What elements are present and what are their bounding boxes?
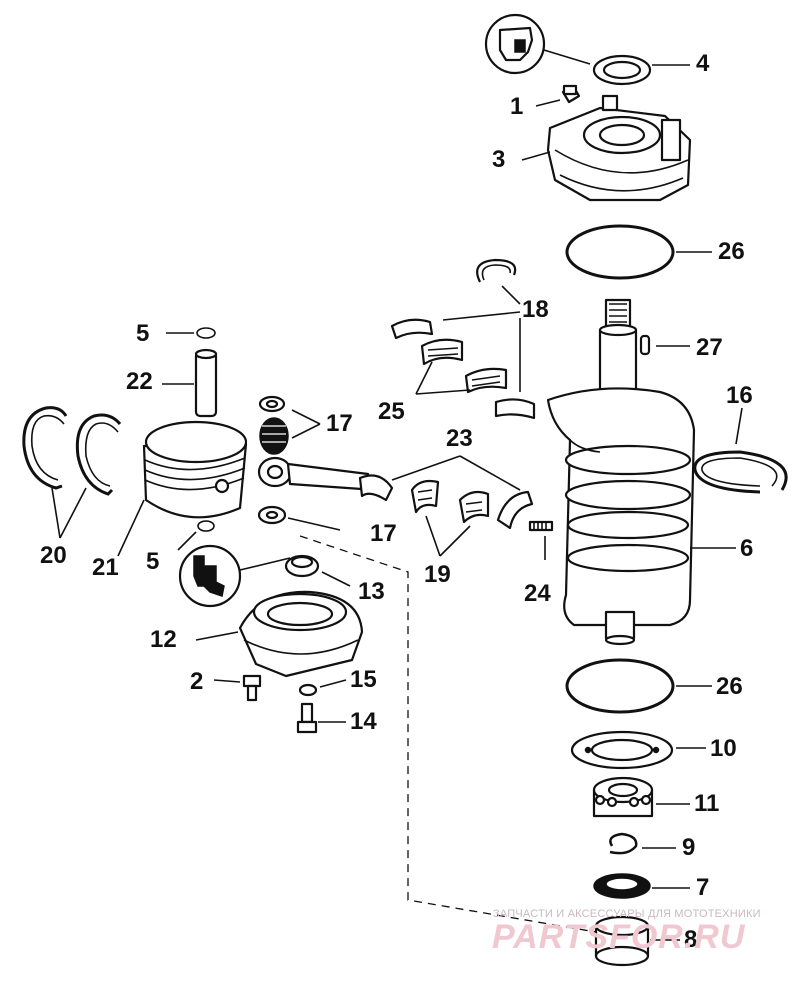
callout-10: 10 <box>710 735 737 762</box>
thrust-washer-17a <box>258 395 286 413</box>
callout-22: 22 <box>126 368 153 395</box>
rod-bolt <box>528 520 554 560</box>
callout-21: 21 <box>92 554 119 581</box>
callout-6: 6 <box>740 535 754 562</box>
piston-pin <box>162 348 218 418</box>
needle-bearing-25b <box>464 367 508 394</box>
roller-bearing-19b <box>458 490 490 524</box>
needle-bearing-25a <box>420 338 464 366</box>
callout-2: 2 <box>190 668 204 695</box>
callout-16: 16 <box>726 382 753 409</box>
oil-seal-7 <box>593 873 690 899</box>
callout-3: 3 <box>492 146 506 173</box>
retaining-ring-18 <box>476 258 517 283</box>
retaining-ring-9 <box>609 832 676 855</box>
upper-seal-detail-inset <box>484 13 591 75</box>
callout-9: 9 <box>682 834 696 861</box>
screw-2 <box>213 674 262 702</box>
callout-1: 1 <box>510 93 524 120</box>
callout-19: 19 <box>424 561 451 588</box>
oil-seal-upper <box>592 54 690 86</box>
callout-26-top: 26 <box>718 238 745 265</box>
rod-cap <box>459 455 534 530</box>
lower-bearing-housing <box>195 590 364 678</box>
callout-13: 13 <box>358 578 385 605</box>
callout-20: 20 <box>40 542 67 569</box>
washer-15 <box>298 679 347 697</box>
callout-18: 18 <box>522 296 549 323</box>
seal-13 <box>284 554 351 587</box>
ball-bearing-11 <box>592 776 690 818</box>
lower-seal-detail-inset <box>178 544 291 608</box>
watermark-tagline: ЗАПЧАСТИ И АКСЕССУАРЫ ДЛЯ МОТОТЕХНИКИ <box>493 908 761 920</box>
callout-5-bottom: 5 <box>146 548 160 575</box>
needle-bearing-17 <box>259 417 289 455</box>
retaining-ring-16 <box>693 407 788 494</box>
callout-8: 8 <box>684 926 698 953</box>
callout-7: 7 <box>696 874 710 901</box>
watermark-site: PARTSFOR.RU <box>492 918 746 956</box>
roller-bearing-19a <box>410 479 440 514</box>
callout-26-bottom: 26 <box>716 673 743 700</box>
callout-17-top: 17 <box>326 410 353 437</box>
piston <box>117 420 248 557</box>
bearing-half-18a <box>390 318 434 340</box>
thrust-washer-17b <box>257 505 341 531</box>
woodruff-key-27 <box>639 334 690 356</box>
callout-25: 25 <box>378 398 405 425</box>
o-ring-upper <box>565 224 712 280</box>
callout-14: 14 <box>350 708 377 735</box>
pin-retainer-5b <box>177 520 215 551</box>
callout-11: 11 <box>694 790 720 817</box>
piston-ring-20a <box>22 406 68 490</box>
callout-17-bottom: 17 <box>370 520 397 547</box>
callout-15: 15 <box>350 666 377 693</box>
pin-retainer-5a <box>166 327 216 339</box>
bearing-half-18b <box>494 398 536 420</box>
o-ring-lower <box>565 658 712 714</box>
retainer-plate-10 <box>570 730 706 770</box>
piston-ring-20b <box>75 413 122 496</box>
screw-14 <box>296 702 346 734</box>
callout-12: 12 <box>150 626 177 653</box>
sleeve-8 <box>594 915 680 967</box>
callout-5-top: 5 <box>136 320 150 347</box>
upper-bearing-housing <box>521 94 692 202</box>
callout-23: 23 <box>446 425 473 452</box>
screw-1 <box>535 84 581 107</box>
callout-27: 27 <box>696 334 723 361</box>
callout-24: 24 <box>524 580 551 607</box>
callout-4: 4 <box>696 50 710 77</box>
connecting-rod <box>257 455 461 502</box>
crankshaft <box>546 298 736 646</box>
